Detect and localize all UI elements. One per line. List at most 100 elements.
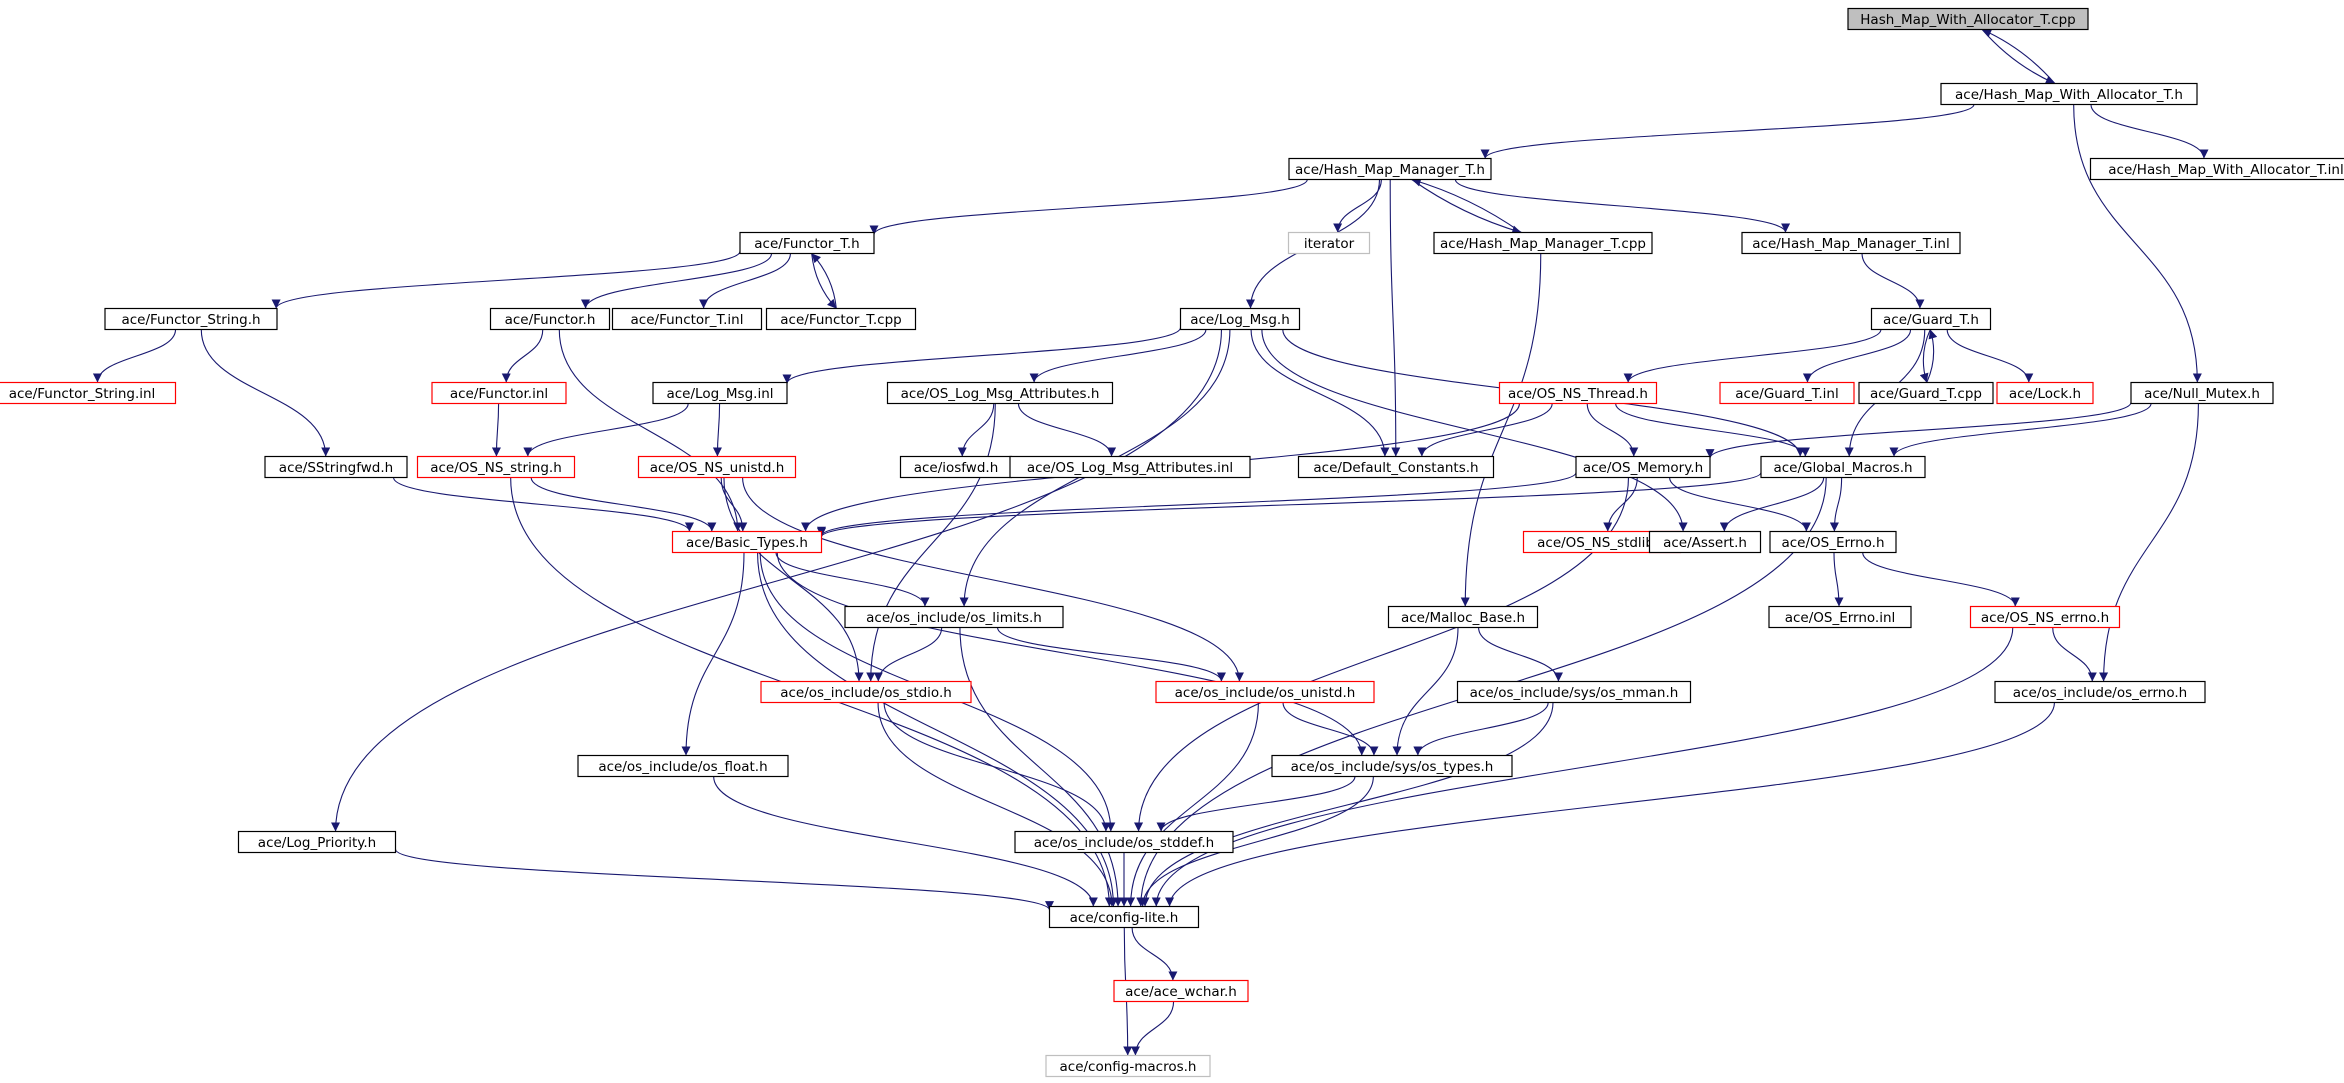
node-box (1014, 830, 1234, 854)
node-box (1996, 381, 2094, 405)
node-label: ace/os_include/os_stdio.h (780, 685, 952, 701)
edge-functor-inl-to-os-ns-string-h (491, 403, 501, 457)
node-config-macros-h[interactable]: ace/config-macros.h (1045, 1054, 1211, 1078)
node-os-include-errno-h[interactable]: ace/os_include/os_errno.h (1994, 680, 2206, 704)
node-box (1994, 680, 2206, 704)
node-box (0, 381, 177, 405)
node-config-lite-h[interactable]: ace/config-lite.h (1048, 905, 1200, 929)
node-functor-t-inl[interactable]: ace/Functor_T.inl (611, 307, 763, 331)
edge-log-priority-h-to-config-lite-h (394, 848, 1054, 911)
node-os-ns-thread-h[interactable]: ace/OS_NS_Thread.h (1498, 381, 1658, 405)
edge-functor-h-to-functor-inl (501, 329, 544, 383)
node-root[interactable]: Hash_Map_With_Allocator_T.cpp (1847, 7, 2089, 31)
node-label: ace/Functor_String.inl (9, 386, 156, 402)
node-functor-string-h[interactable]: ace/Functor_String.h (104, 307, 278, 331)
node-malloc-base-h[interactable]: ace/Malloc_Base.h (1387, 605, 1539, 629)
edge-global-macros-h-to-assert-h (1719, 477, 1825, 532)
node-guard-t-h[interactable]: ace/Guard_T.h (1870, 307, 1992, 331)
node-log-priority-h[interactable]: ace/Log_Priority.h (237, 830, 397, 854)
node-os-unistd-h[interactable]: ace/os_include/os_unistd.h (1155, 680, 1375, 704)
node-label: ace/OS_Log_Msg_Attributes.inl (1027, 460, 1233, 476)
node-label: ace/os_include/os_limits.h (866, 610, 1042, 626)
node-box (1113, 979, 1249, 1003)
node-ace-wchar-h[interactable]: ace/ace_wchar.h (1113, 979, 1249, 1003)
edge-log-msg-h-to-assert-h (1261, 329, 1688, 532)
node-box (739, 231, 875, 255)
node-box (760, 680, 972, 704)
node-os-ns-stdlib-h[interactable]: ace/OS_NS_stdlib.h (1522, 530, 1682, 554)
node-os-ns-errno-h[interactable]: ace/OS_NS_errno.h (1969, 605, 2121, 629)
edge-os-ns-thread-h-to-default-constants-h (1417, 403, 1553, 457)
node-os-stddef-h[interactable]: ace/os_include/os_stddef.h (1014, 830, 1234, 854)
node-sstringfwd-h[interactable]: ace/SStringfwd.h (264, 455, 408, 479)
node-box (1287, 231, 1371, 255)
edge-basic-types-h-to-config-lite-h (757, 552, 1118, 907)
node-functor-inl[interactable]: ace/Functor.inl (431, 381, 567, 405)
node-basic-types-h[interactable]: ace/Basic_Types.h (671, 530, 823, 554)
node-sys-os-mman-h[interactable]: ace/os_include/sys/os_mman.h (1456, 680, 1692, 704)
node-log-msg-inl[interactable]: ace/Log_Msg.inl (652, 381, 788, 405)
node-box (1009, 455, 1251, 479)
edge-null-mutex-h-to-os-include-errno-h (2099, 403, 2199, 682)
node-assert-h[interactable]: ace/Assert.h (1648, 530, 1762, 554)
node-os-log-msg-attr-inl[interactable]: ace/OS_Log_Msg_Attributes.inl (1009, 455, 1251, 479)
node-box (1719, 381, 1855, 405)
edge-hmm-cpp-to-hmm-h (1411, 177, 1522, 233)
node-functor-t-cpp[interactable]: ace/Functor_T.cpp (765, 307, 917, 331)
node-box (1969, 605, 2121, 629)
node-null-mutex-h[interactable]: ace/Null_Mutex.h (2130, 381, 2274, 405)
edge-hmm-h-to-iterator (1333, 179, 1382, 233)
node-guard-t-cpp[interactable]: ace/Guard_T.cpp (1858, 381, 1994, 405)
edge-hmm-h-to-functor-t-h (869, 179, 1308, 235)
node-hmm-h[interactable]: ace/Hash_Map_Manager_T.h (1288, 157, 1492, 181)
node-global-macros-h[interactable]: ace/Global_Macros.h (1760, 455, 1926, 479)
edge-malloc-base-h-to-sys-os-mman-h (1477, 627, 1563, 682)
node-os-ns-unistd-h[interactable]: ace/OS_NS_unistd.h (637, 455, 797, 479)
node-lock-h[interactable]: ace/Lock.h (1996, 381, 2094, 405)
node-label: ace/Hash_Map_Manager_T.inl (1752, 236, 1949, 252)
node-iterator[interactable]: iterator (1287, 231, 1371, 255)
node-hmwa-h[interactable]: ace/Hash_Map_With_Allocator_T.h (1940, 82, 2198, 106)
node-functor-h[interactable]: ace/Functor.h (489, 307, 611, 331)
node-hmm-inl[interactable]: ace/Hash_Map_Manager_T.inl (1741, 231, 1961, 255)
node-os-stdio-h[interactable]: ace/os_include/os_stdio.h (760, 680, 972, 704)
edge-hmm-inl-to-guard-t-h (1861, 253, 1925, 309)
node-os-ns-string-h[interactable]: ace/OS_NS_string.h (416, 455, 576, 479)
node-os-memory-h[interactable]: ace/OS_Memory.h (1575, 455, 1711, 479)
edge-functor-t-h-to-functor-t-cpp (811, 253, 837, 309)
edge-functor-t-cpp-to-functor-t-h (811, 253, 837, 309)
node-default-constants-h[interactable]: ace/Default_Constants.h (1297, 455, 1495, 479)
node-label: ace/os_include/os_stddef.h (1034, 835, 1214, 851)
node-label: ace/OS_Errno.h (1781, 535, 1884, 551)
node-hmm-cpp[interactable]: ace/Hash_Map_Manager_T.cpp (1433, 231, 1653, 255)
node-os-errno-inl[interactable]: ace/OS_Errno.inl (1768, 605, 1912, 629)
edge-log-msg-h-to-os-log-msg-attr-h (1029, 329, 1207, 383)
node-os-float-h[interactable]: ace/os_include/os_float.h (577, 754, 789, 778)
node-label: ace/Default_Constants.h (1313, 460, 1478, 476)
node-box (671, 530, 823, 554)
node-os-limits-h[interactable]: ace/os_include/os_limits.h (844, 605, 1064, 629)
node-functor-string-inl[interactable]: ace/Functor_String.inl (0, 381, 177, 405)
node-functor-t-h[interactable]: ace/Functor_T.h (739, 231, 875, 255)
edge-log-msg-h-to-default-constants-h (1250, 329, 1390, 457)
edge-basic-types-h-to-sys-os-types-h (776, 552, 1367, 756)
node-label: ace/Malloc_Base.h (1401, 610, 1525, 626)
node-label: ace/OS_NS_unistd.h (650, 460, 785, 476)
node-label: ace/OS_NS_stdlib.h (1537, 535, 1667, 551)
node-os-log-msg-attr-h[interactable]: ace/OS_Log_Msg_Attributes.h (886, 381, 1114, 405)
edge-functor-t-h-to-functor-t-inl (699, 253, 791, 309)
node-label: ace/Guard_T.inl (1735, 386, 1838, 402)
edge-basic-types-h-to-os-limits-h (775, 552, 930, 607)
node-box (489, 307, 611, 331)
node-log-msg-h[interactable]: ace/Log_Msg.h (1179, 307, 1301, 331)
node-guard-t-inl[interactable]: ace/Guard_T.inl (1719, 381, 1855, 405)
edge-os-memory-h-to-os-ns-stdlib-h (1603, 477, 1638, 532)
node-box (1456, 680, 1692, 704)
node-label: iterator (1304, 236, 1355, 252)
node-label: ace/OS_NS_Thread.h (1508, 386, 1648, 402)
node-os-errno-h[interactable]: ace/OS_Errno.h (1769, 530, 1897, 554)
edge-sys-os-mman-h-to-sys-os-types-h (1413, 702, 1549, 756)
node-sys-os-types-h[interactable]: ace/os_include/sys/os_types.h (1271, 754, 1513, 778)
node-iosfwd-h[interactable]: ace/iosfwd.h (899, 455, 1013, 479)
node-hmwa-inl[interactable]: ace/Hash_Map_With_Allocator_T.inl (2089, 157, 2344, 181)
